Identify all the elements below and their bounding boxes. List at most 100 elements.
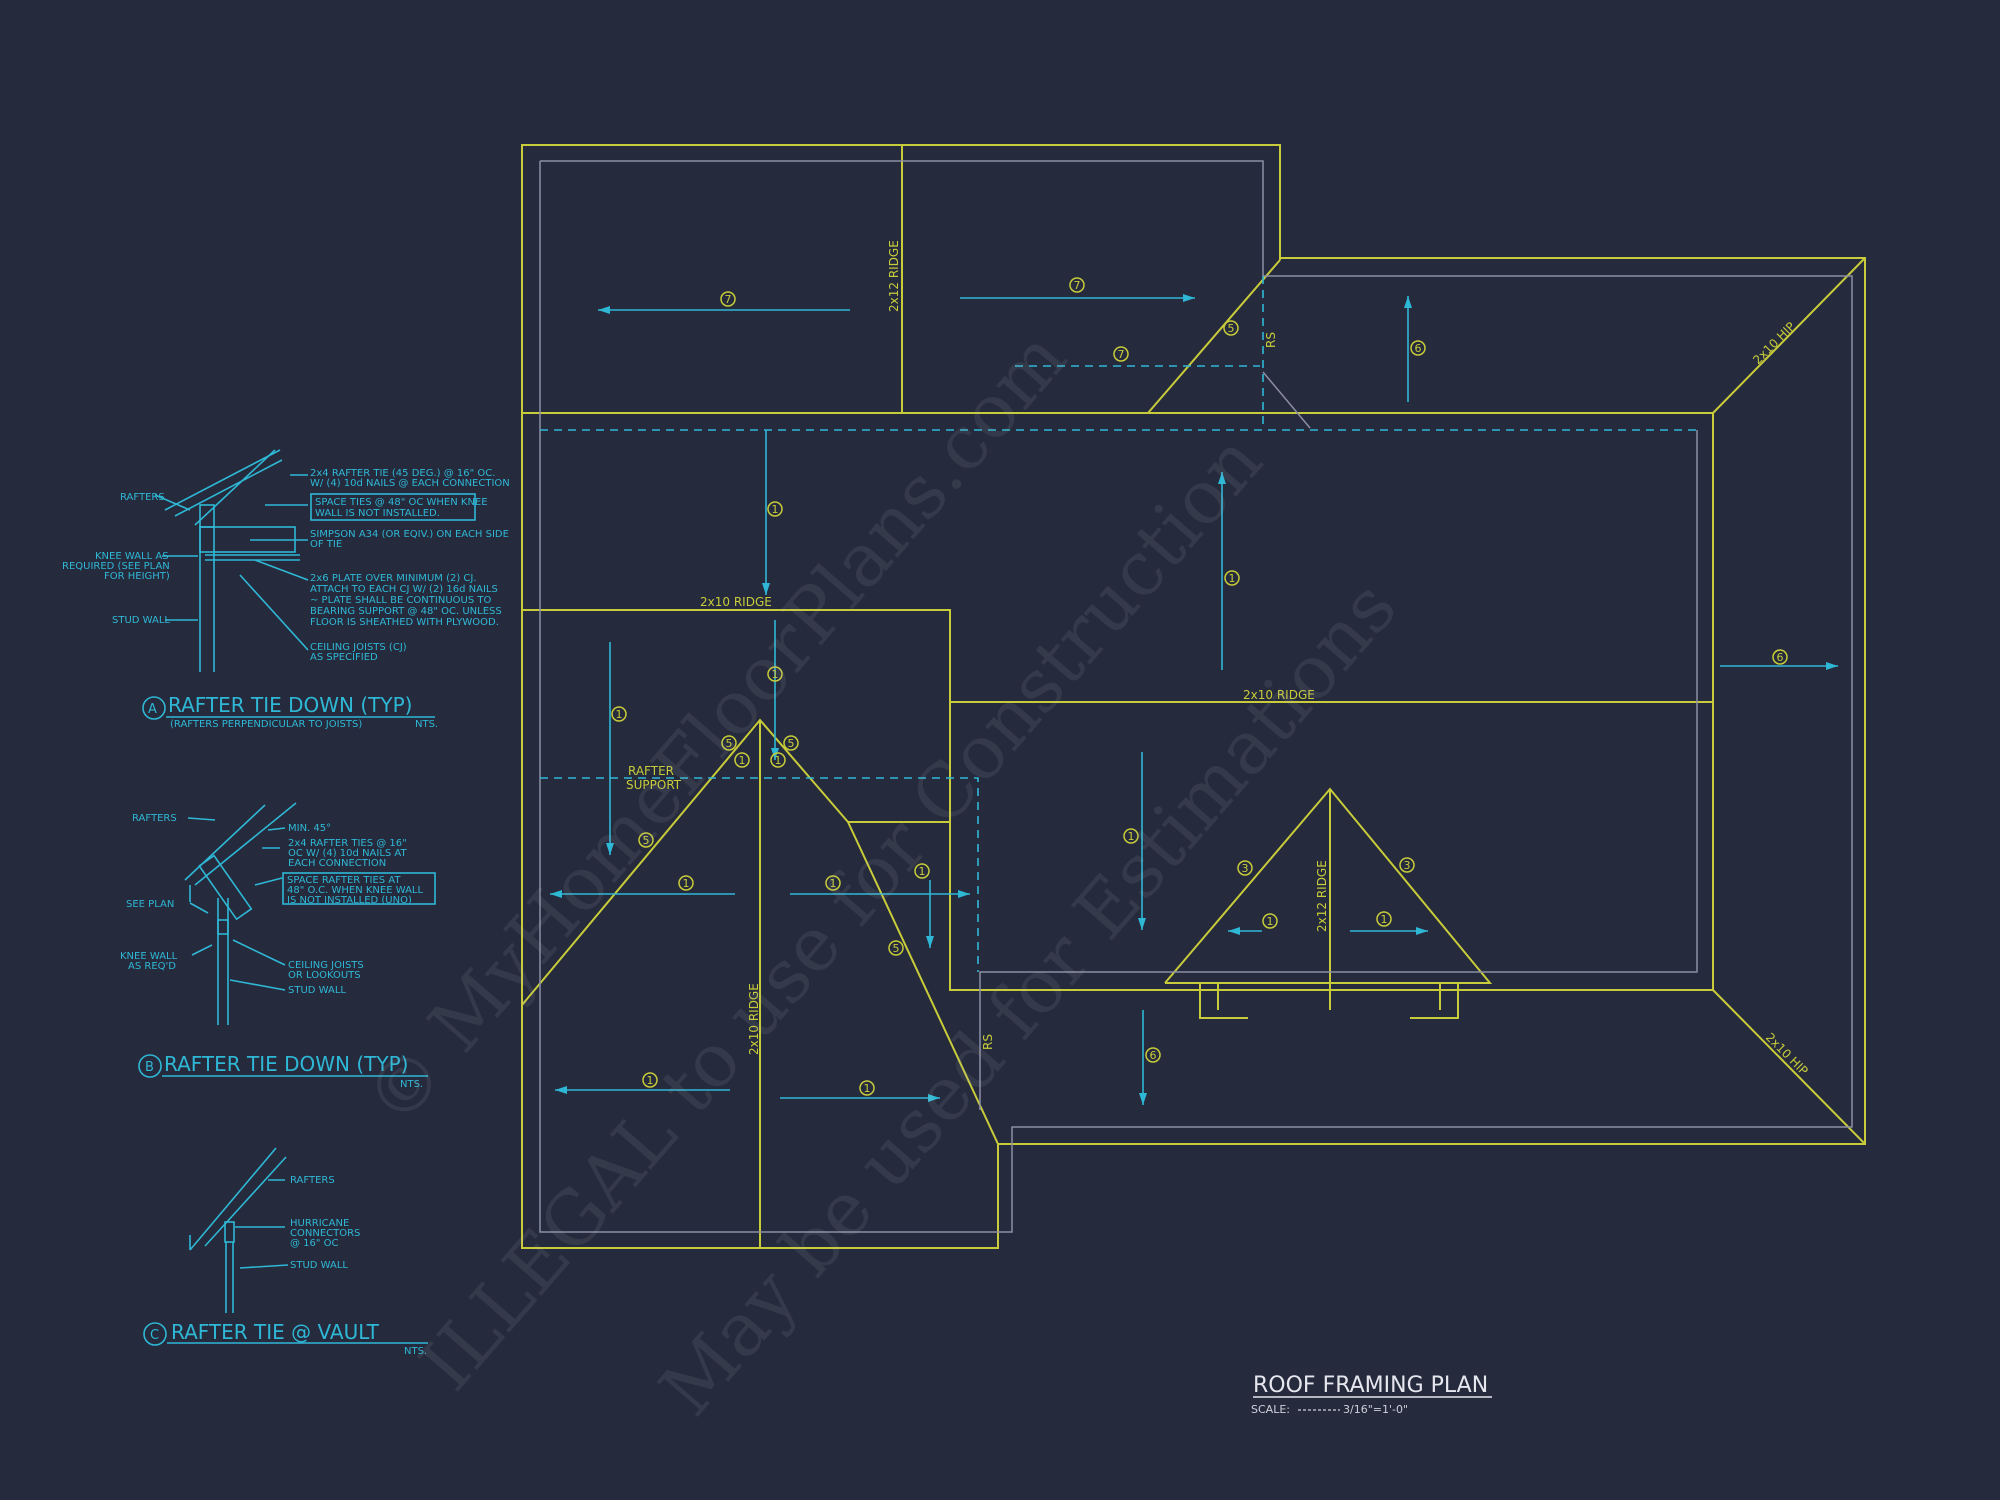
a-plate-1: 2x6 PLATE OVER MINIMUM (2) CJ.: [310, 573, 477, 584]
detail-b: RAFTERS MIN. 45° 2x4 RAFTER TIES @ 16" O…: [120, 802, 436, 1090]
a-knee-1: KNEE WALL AS: [95, 551, 169, 562]
a-plate-5: FLOOR IS SHEATHED WITH PLYWOOD.: [310, 617, 499, 628]
a-knee-2: REQUIRED (SEE PLAN: [62, 561, 170, 572]
bubble-1: 1: [825, 875, 841, 891]
b-see-plan: SEE PLAN: [126, 899, 174, 910]
bubble-1: 1: [611, 706, 627, 722]
svg-text:6: 6: [1415, 342, 1422, 355]
svg-text:1: 1: [1381, 913, 1388, 926]
b-tie-3: EACH CONNECTION: [288, 858, 386, 869]
hip-label-bottom: 2x10 HIP: [1763, 1030, 1811, 1078]
svg-text:1: 1: [647, 1074, 654, 1087]
b-rafters: RAFTERS: [132, 813, 177, 824]
a-space-2: WALL IS NOT INSTALLED.: [315, 508, 440, 519]
bubble-7: 7: [1069, 277, 1085, 293]
bubble-1: 1: [1224, 570, 1240, 586]
svg-text:6: 6: [1777, 651, 1784, 664]
a-cj-1: CEILING JOISTS (CJ): [310, 642, 407, 653]
bubble-1: 1: [770, 752, 786, 768]
bubble-1: 1: [914, 863, 930, 879]
detail-a-title: RAFTER TIE DOWN (TYP): [168, 693, 412, 717]
b-knee-2: AS REQ'D: [128, 961, 176, 972]
detail-c-scale: NTS.: [404, 1346, 427, 1357]
ridge-label-main: 2x10 RIDGE: [1243, 688, 1315, 702]
b-space-1: SPACE RAFTER TIES AT: [287, 875, 401, 886]
bubble-7: 7: [720, 291, 736, 307]
a-plate-3: ~ PLATE SHALL BE CONTINUOUS TO: [310, 595, 491, 606]
bubble-5: 5: [783, 735, 799, 751]
rafter-direction-arrows: [550, 294, 1838, 1105]
detail-c: RAFTERS HURRICANE CONNECTORS @ 16" OC ST…: [143, 1147, 428, 1357]
a-simpson-1: SIMPSON A34 (OR EQIV.) ON EACH SIDE: [310, 529, 509, 540]
a-simpson-2: OF TIE: [310, 539, 342, 550]
bubble-6: 6: [1772, 649, 1788, 665]
rs-label-top: RS: [1264, 332, 1278, 348]
bubble-5: 5: [721, 735, 737, 751]
b-cj-1: CEILING JOISTS: [288, 960, 364, 971]
svg-text:1: 1: [683, 877, 690, 890]
b-tie-1: 2x4 RAFTER TIES @ 16": [288, 838, 407, 849]
svg-text:3: 3: [1404, 859, 1411, 872]
c-rafters: RAFTERS: [290, 1175, 335, 1186]
b-space-3: IS NOT INSTALLED (UNO): [287, 895, 412, 906]
bubble-1: 1: [767, 501, 783, 517]
svg-text:1: 1: [1229, 572, 1236, 585]
c-stud-wall: STUD WALL: [290, 1260, 348, 1271]
bubble-1: 1: [1262, 913, 1278, 929]
ridge-label-dormer: 2x12 RIDGE: [1315, 860, 1329, 932]
detail-c-tag: C: [150, 1328, 159, 1343]
detail-b-tag: B: [145, 1060, 154, 1075]
svg-text:1: 1: [919, 865, 926, 878]
svg-text:6: 6: [1150, 1049, 1157, 1062]
a-space-1: SPACE TIES @ 48" OC WHEN KNEE: [315, 497, 488, 508]
b-knee-1: KNEE WALL: [120, 951, 178, 962]
bubble-5: 5: [1223, 320, 1239, 336]
svg-text:1: 1: [1128, 830, 1135, 843]
svg-text:1: 1: [775, 754, 782, 767]
plan-title-block: ROOF FRAMING PLAN SCALE: 3/16"=1'-0": [1251, 1373, 1492, 1416]
c-hurr-1: HURRICANE: [290, 1218, 349, 1229]
svg-text:1: 1: [830, 877, 837, 890]
bubble-1: 1: [678, 875, 694, 891]
ridge-label-garage: 2x12 RIDGE: [887, 240, 901, 312]
bubble-1: 1: [1123, 828, 1139, 844]
a-tie-2: W/ (4) 10d NAILS @ EACH CONNECTION: [310, 478, 510, 489]
a-rafters: RAFTERS: [120, 492, 165, 503]
b-tie-2: OC W/ (4) 10d NAILS AT: [288, 848, 407, 859]
a-stud-wall: STUD WALL: [112, 615, 170, 626]
bubble-3: 3: [1399, 857, 1415, 873]
detail-b-title: RAFTER TIE DOWN (TYP): [164, 1052, 408, 1076]
svg-text:5: 5: [893, 942, 900, 955]
svg-text:1: 1: [616, 708, 623, 721]
framing-bubbles: 7 7 7 5 6 6 1 1 1 1 5 5 1 1 5 1 1 1 5 1 …: [611, 277, 1788, 1096]
svg-text:5: 5: [1228, 322, 1235, 335]
c-hurr-3: @ 16" OC: [290, 1238, 339, 1249]
svg-text:1: 1: [1267, 915, 1274, 928]
scale-value: 3/16"=1'-0": [1343, 1403, 1408, 1416]
bubble-1: 1: [859, 1080, 875, 1096]
bubble-1: 1: [642, 1072, 658, 1088]
plan-title: ROOF FRAMING PLAN: [1253, 1373, 1488, 1398]
svg-text:1: 1: [772, 503, 779, 516]
svg-text:1: 1: [772, 668, 779, 681]
a-plate-2: ATTACH TO EACH CJ W/ (2) 16d NAILS: [310, 584, 498, 595]
bubble-5: 5: [888, 940, 904, 956]
bubble-1: 1: [1376, 911, 1392, 927]
rafter-support-label: RAFTER: [628, 764, 674, 778]
a-tie-1: 2x4 RAFTER TIE (45 DEG.) @ 16" OC.: [310, 468, 495, 479]
svg-text:1: 1: [739, 754, 746, 767]
svg-text:7: 7: [1118, 348, 1125, 361]
bubble-7: 7: [1113, 346, 1129, 362]
svg-text:7: 7: [1074, 279, 1081, 292]
rs-label-bottom: RS: [981, 1034, 995, 1050]
detail-b-scale: NTS.: [400, 1079, 423, 1090]
ridge-label-gable: 2x10 RIDGE: [747, 983, 761, 1055]
svg-text:5: 5: [788, 737, 795, 750]
bubble-3: 3: [1237, 860, 1253, 876]
hip-label-top: 2x10 HIP: [1750, 319, 1798, 367]
eave-line: [539, 160, 1853, 1233]
ridge-label-left: 2x10 RIDGE: [700, 595, 772, 609]
svg-text:5: 5: [726, 737, 733, 750]
roof-outline: [521, 144, 1866, 1249]
